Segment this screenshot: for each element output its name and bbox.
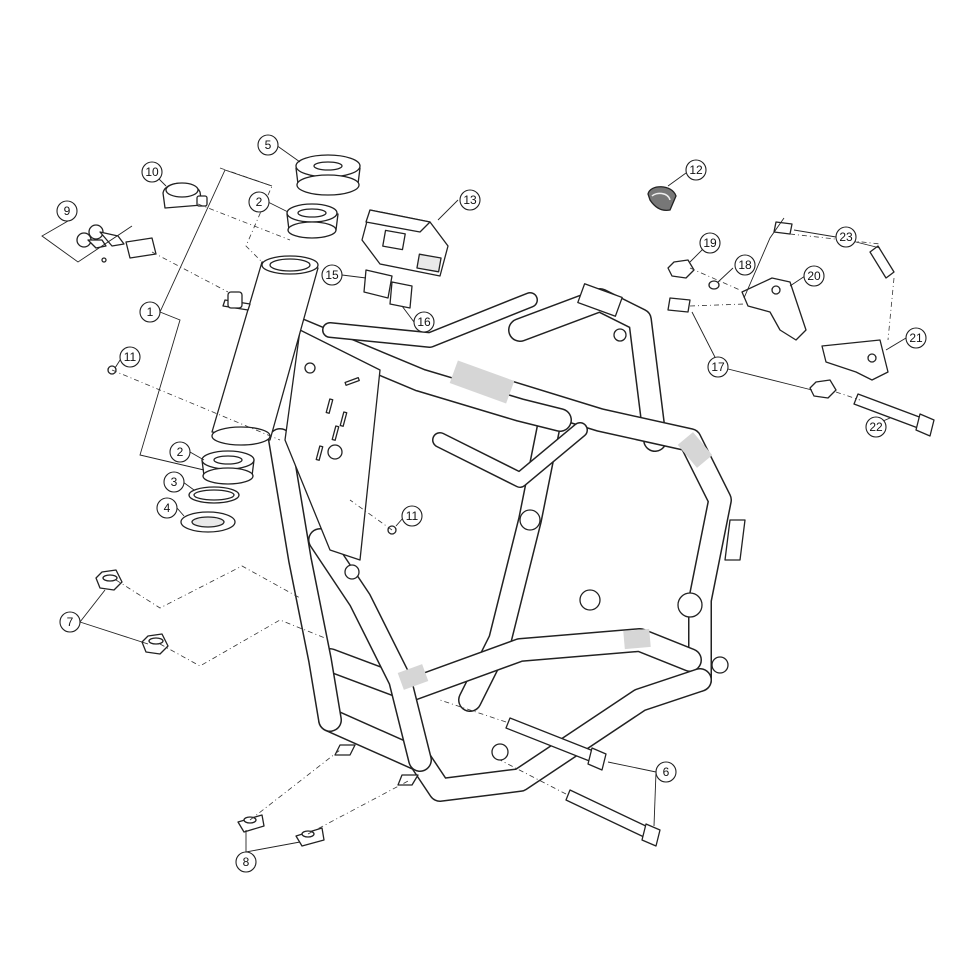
callout-17-label: 17	[711, 360, 725, 374]
callout-11-upper: 11	[119, 346, 141, 368]
callout-2-lower: 2	[169, 441, 191, 463]
lower-bearing	[201, 450, 255, 485]
callout-19: 19	[699, 232, 721, 254]
callout-19-label: 19	[703, 236, 717, 250]
callout-2-upper: 2	[248, 191, 270, 213]
main-frame	[268, 283, 746, 802]
callout-23-label: 23	[839, 230, 853, 244]
upper-bearing	[286, 203, 339, 239]
callout-13-label: 13	[463, 193, 477, 207]
leader-lines	[41, 144, 907, 853]
key-set	[76, 224, 157, 263]
bracket-21	[821, 339, 889, 381]
callout-15: 15	[321, 264, 343, 286]
callout-1: 1	[139, 301, 161, 323]
callout-11-lower: 11	[401, 505, 423, 527]
callout-12-label: 12	[689, 163, 703, 177]
callout-22-label: 22	[869, 420, 883, 434]
cover-plate	[363, 269, 393, 299]
bolt-23-lower	[869, 245, 895, 279]
long-bolt-upper-6	[505, 717, 607, 771]
callout-1-label: 1	[147, 305, 154, 319]
callout-2-upper-label: 2	[256, 195, 263, 209]
mounting-plate	[389, 281, 413, 309]
callout-4: 4	[156, 497, 178, 519]
callout-5: 5	[257, 134, 279, 156]
callout-2-lower-label: 2	[177, 445, 184, 459]
callout-10-label: 10	[145, 165, 159, 179]
nut-upper-7	[95, 569, 123, 591]
bolt-17-upper	[667, 297, 691, 313]
callout-8-label: 8	[243, 855, 250, 869]
steering-head-tube	[211, 255, 319, 446]
electronic-box	[361, 209, 449, 277]
lower-ring	[188, 486, 240, 504]
callout-20-label: 20	[807, 269, 821, 283]
callout-21-label: 21	[909, 331, 923, 345]
callout-9: 9	[56, 200, 78, 222]
callout-7-label: 7	[67, 615, 74, 629]
callout-18: 18	[734, 254, 756, 276]
callout-15-label: 15	[325, 268, 339, 282]
callout-7: 7	[59, 611, 81, 633]
nut-lower-7	[141, 633, 169, 655]
callout-4-label: 4	[164, 501, 171, 515]
washer-18	[708, 280, 720, 290]
bracket-lower-8	[295, 827, 325, 847]
callout-16: 16	[413, 311, 435, 333]
callout-11-upper-label: 11	[124, 350, 137, 364]
callout-6-label: 6	[663, 765, 670, 779]
upper-dust-seal	[295, 154, 361, 196]
callout-13: 13	[459, 189, 481, 211]
bracket-upper-8	[237, 814, 265, 833]
long-bolt-lower-6	[565, 789, 661, 847]
callout-5-label: 5	[265, 138, 272, 152]
bolt-22	[853, 393, 935, 437]
nut-19	[667, 259, 695, 279]
callout-22: 22	[865, 416, 887, 438]
callout-21: 21	[905, 327, 927, 349]
callout-3: 3	[163, 471, 185, 493]
lower-dust-seal	[180, 511, 236, 533]
callout-8: 8	[235, 851, 257, 873]
callout-17: 17	[707, 356, 729, 378]
callout-9-label: 9	[64, 204, 71, 218]
nut-17-lower	[809, 379, 837, 399]
bracket-20	[741, 277, 807, 341]
callout-16-label: 16	[417, 315, 431, 329]
callout-23: 23	[835, 226, 857, 248]
callout-11-lower-label: 11	[406, 509, 419, 523]
callout-12: 12	[685, 159, 707, 181]
callout-18-label: 18	[738, 258, 752, 272]
callout-3-label: 3	[171, 475, 178, 489]
callout-10: 10	[141, 161, 163, 183]
callout-20: 20	[803, 265, 825, 287]
cable-clamp	[647, 186, 677, 212]
steering-lock	[162, 182, 208, 209]
callout-6: 6	[655, 761, 677, 783]
